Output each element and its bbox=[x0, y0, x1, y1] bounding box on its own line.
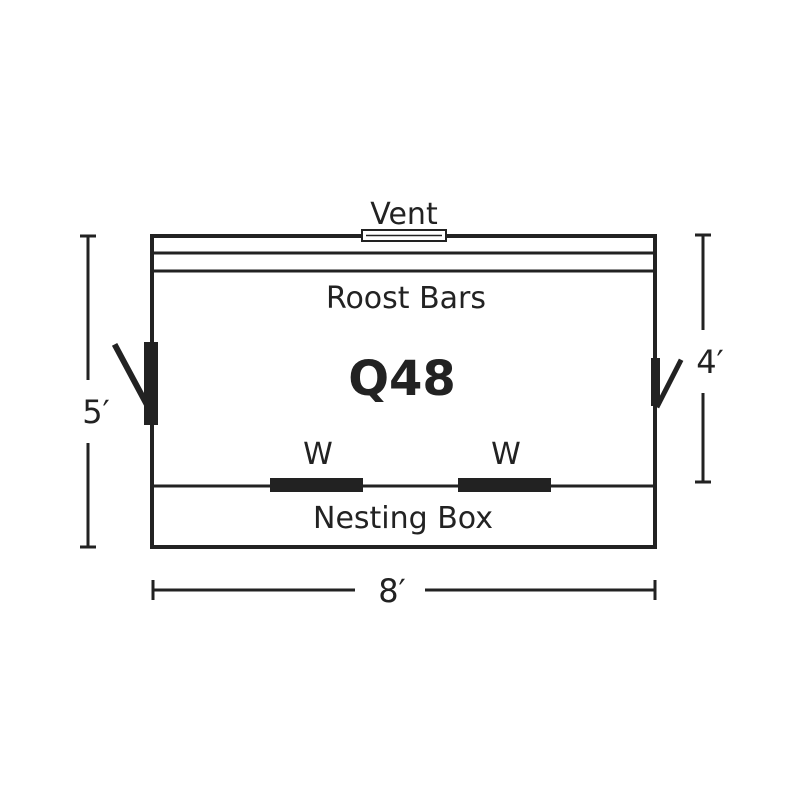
roost-bars-label: Roost Bars bbox=[326, 281, 486, 316]
height-right-label: 4′ bbox=[696, 343, 724, 381]
window-right-symbol bbox=[458, 478, 551, 492]
window-left-symbol bbox=[270, 478, 363, 492]
nesting-box-label: Nesting Box bbox=[313, 501, 493, 536]
right-door-symbol bbox=[651, 358, 660, 406]
height-left-label: 5′ bbox=[82, 393, 110, 431]
window-right-label: W bbox=[491, 437, 521, 472]
left-door-swing bbox=[111, 342, 159, 423]
model-title: Q48 bbox=[348, 351, 456, 407]
right-door-swing bbox=[654, 358, 684, 409]
window-left-label: W bbox=[303, 437, 333, 472]
width-bottom-label: 8′ bbox=[378, 572, 406, 610]
vent-label: Vent bbox=[370, 197, 438, 232]
